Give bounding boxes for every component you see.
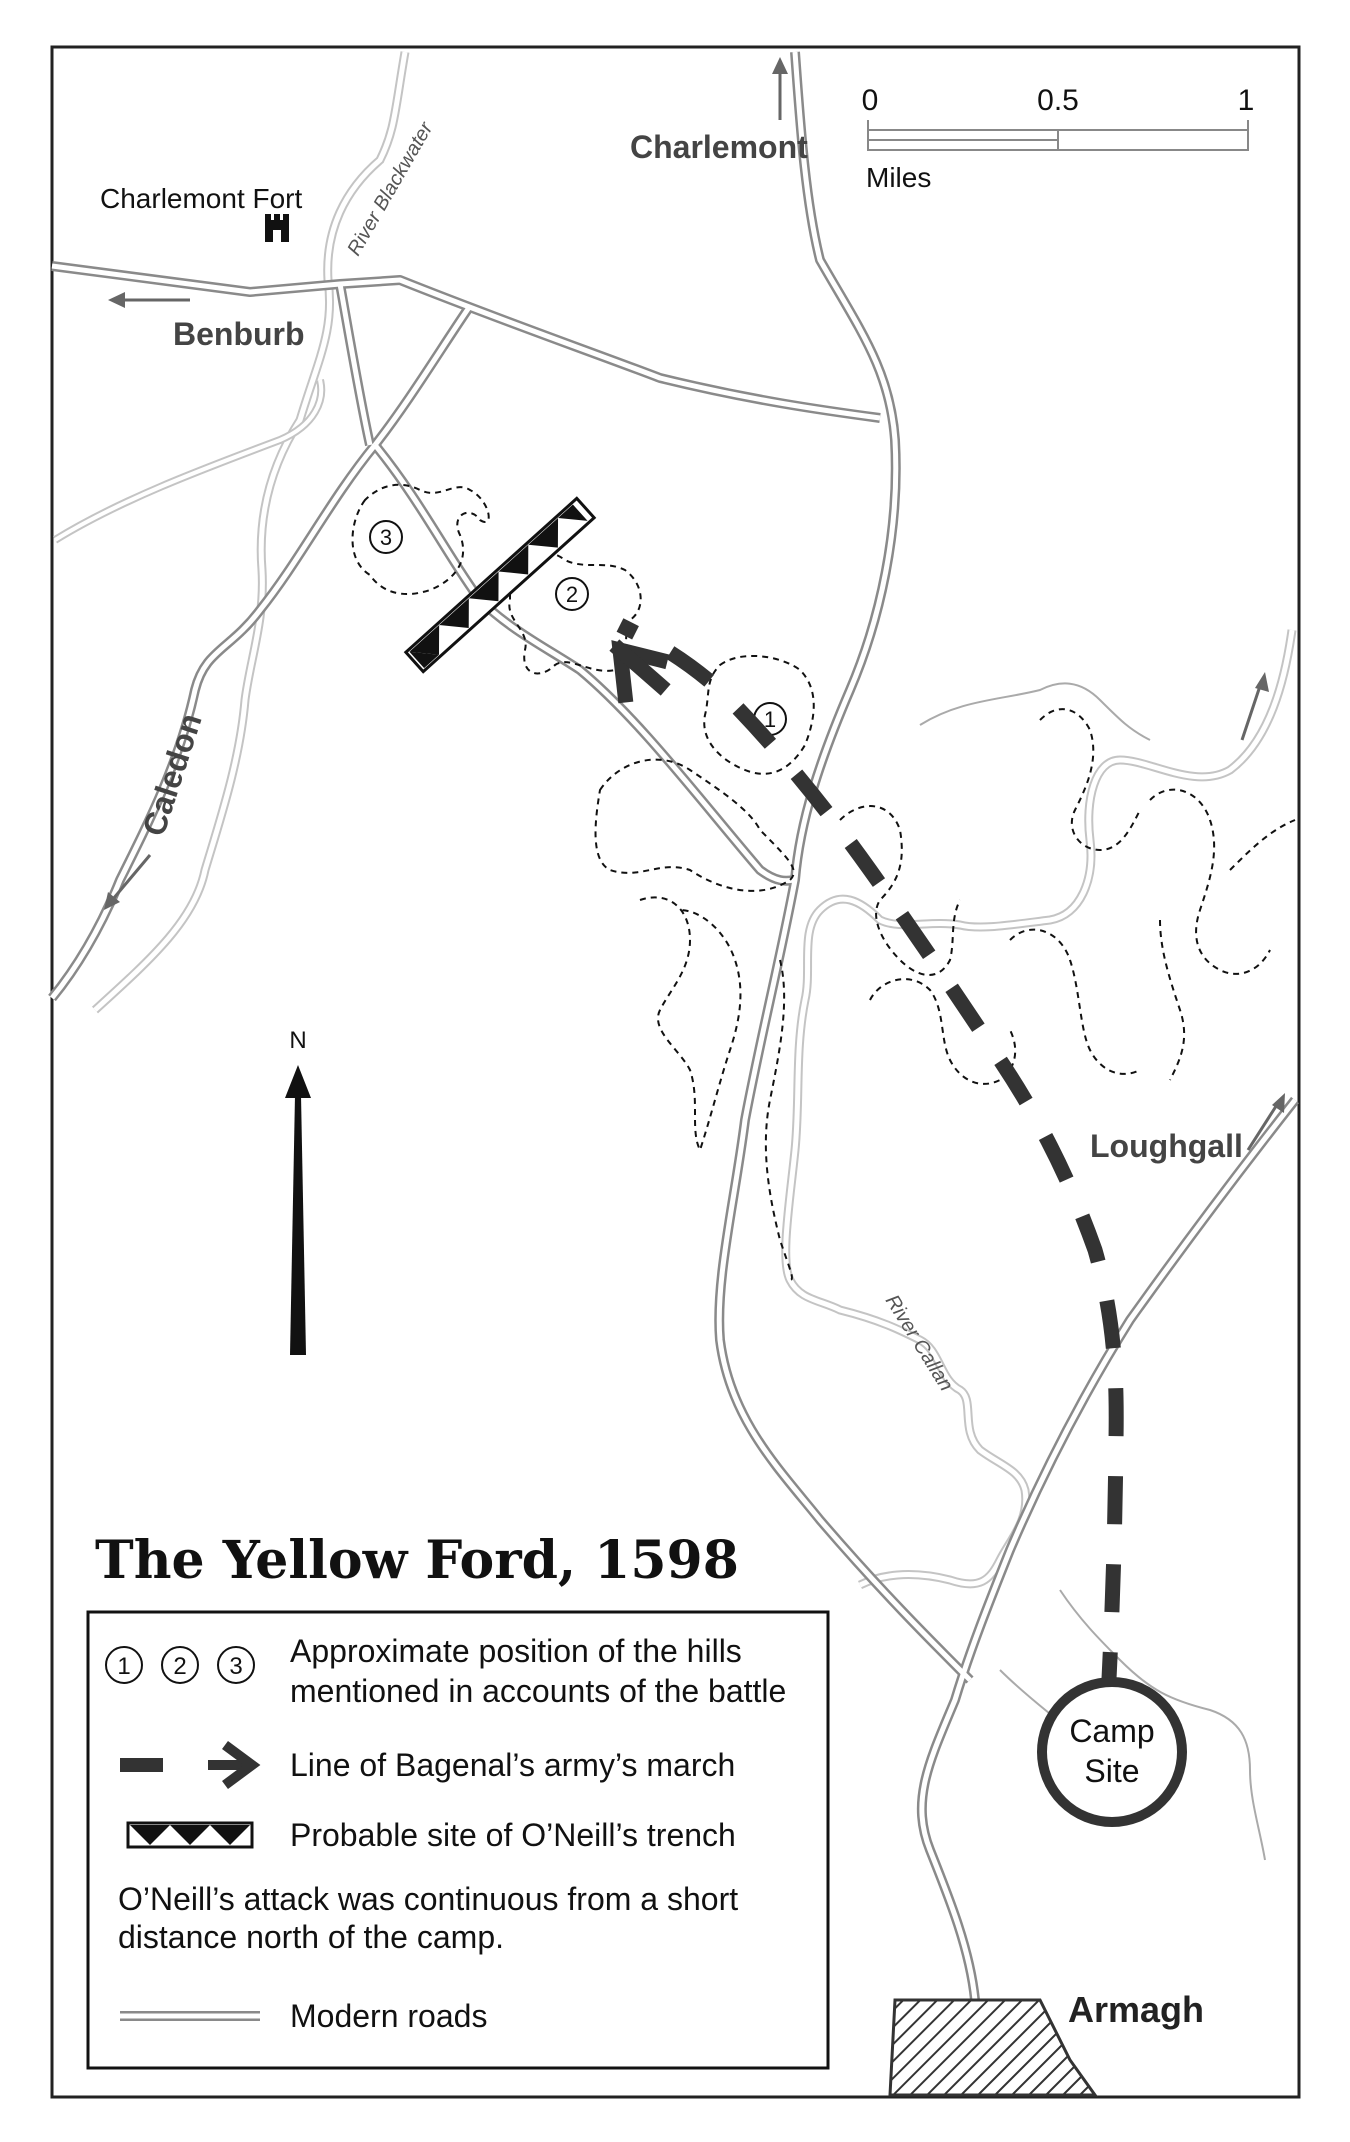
legend-trench-text: Probable site of O’Neill’s trench [290, 1817, 736, 1853]
camp-label-line1: Camp [1069, 1713, 1154, 1749]
hill-3-contour [351, 483, 490, 595]
hill-2-contour [508, 550, 642, 675]
label-charlemont: Charlemont [630, 129, 808, 165]
legend-hill-2: 2 [173, 1653, 186, 1680]
scale-tick-0: 0 [862, 84, 879, 117]
legend-hills-text-2: mentioned in accounts of the battle [290, 1673, 786, 1709]
hill-1-contour [703, 654, 815, 775]
legend-hill-1: 1 [117, 1653, 130, 1680]
legend-note-2: distance north of the camp. [118, 1919, 504, 1955]
roads-inner [50, 51, 1297, 2001]
river-blackwater-inner [93, 51, 408, 1012]
label-benburb: Benburb [173, 316, 305, 352]
legend-march-symbol [120, 1740, 261, 1790]
camp-site: Camp Site [1037, 1677, 1187, 1827]
scale-tick-half: 0.5 [1037, 84, 1079, 117]
valley-contour [594, 758, 795, 892]
fort-icon [265, 214, 289, 242]
hill-3-label: 3 [380, 525, 392, 550]
legend-trench-symbol [126, 1821, 254, 1849]
legend-hills-text-1: Approximate position of the hills [290, 1633, 742, 1669]
hill-contours [351, 483, 1296, 1281]
label-armagh: Armagh [1068, 1989, 1204, 2030]
north-arrow: N [285, 1027, 311, 1355]
bagenal-march-line [616, 618, 1124, 1701]
legend-hill-3: 3 [229, 1653, 242, 1680]
scale-bar: 0 0.5 1 Miles [862, 84, 1255, 193]
armagh-town [888, 1998, 1098, 2097]
hill-marker-2: 2 [555, 577, 589, 611]
camp-label-line2: Site [1084, 1753, 1139, 1789]
march-arrowhead [609, 639, 671, 704]
legend-hills-symbol: 1 2 3 [105, 1646, 255, 1684]
river-tributary-west-inner [53, 379, 324, 542]
river-callan-inner [783, 629, 1295, 1588]
legend-march-text: Line of Bagenal’s army’s march [290, 1747, 735, 1783]
label-charlemont-fort: Charlemont Fort [100, 183, 303, 214]
hill-2-label: 2 [566, 582, 578, 607]
oneill-trench [403, 496, 597, 674]
direction-arrowheads [104, 57, 1285, 1113]
north-label: N [289, 1027, 306, 1054]
legend-note-1: O’Neill’s attack was continuous from a s… [118, 1881, 738, 1917]
legend-roads-text: Modern roads [290, 1998, 487, 2034]
map-title: The Yellow Ford, 1598 [95, 1530, 739, 1591]
scale-unit: Miles [866, 162, 931, 193]
hill-marker-3: 3 [369, 520, 403, 554]
label-loughgall: Loughgall [1090, 1128, 1243, 1164]
direction-arrows [106, 65, 1282, 1151]
hill-1-label: 1 [764, 707, 776, 732]
legend: 1 2 3 Approximate position of the hills … [86, 1610, 830, 2070]
scale-tick-1: 1 [1238, 84, 1255, 117]
